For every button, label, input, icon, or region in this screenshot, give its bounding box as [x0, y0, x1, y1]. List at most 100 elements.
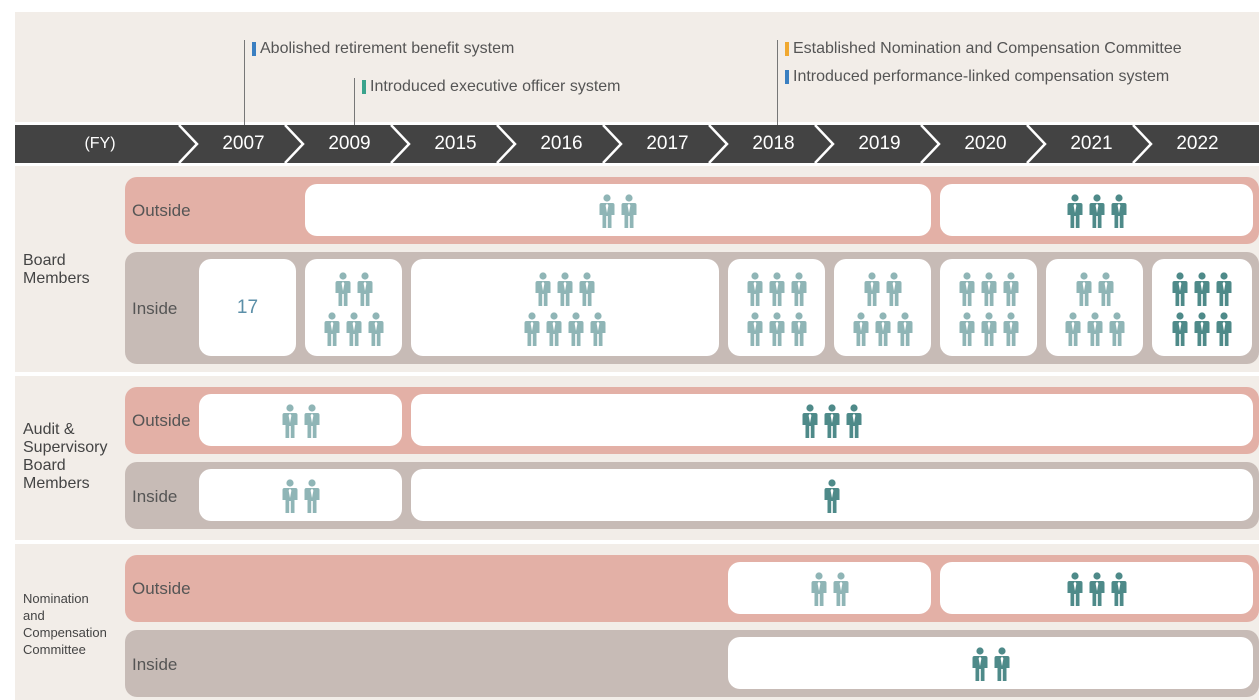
header-panel	[15, 12, 1259, 122]
year-2016: 2016	[540, 133, 583, 154]
person-icon	[886, 271, 901, 306]
board-inside-2015-2017	[411, 259, 719, 356]
person-icon	[981, 271, 996, 306]
person-icon	[346, 311, 361, 346]
person-icon	[802, 404, 818, 438]
year-2015: 2015	[434, 133, 477, 154]
year-2021: 2021	[1070, 133, 1113, 154]
board-inside-2007: 17	[199, 259, 296, 356]
year-2020: 2020	[964, 133, 1007, 154]
person-icon	[1098, 271, 1113, 306]
person-icon	[557, 271, 573, 306]
person-icon	[546, 311, 562, 346]
board-inside-2009	[305, 259, 402, 356]
person-icon	[994, 647, 1009, 681]
person-icon	[368, 311, 383, 346]
person-icon	[853, 311, 868, 346]
annotation-line-2009	[354, 78, 355, 125]
person-icon	[1216, 311, 1232, 346]
group-label-nomination-committee: Nomination and Compensation Committee	[23, 591, 107, 657]
person-icon	[747, 271, 762, 306]
person-icon	[1111, 572, 1126, 606]
person-icon	[864, 271, 879, 306]
year-2019: 2019	[858, 133, 901, 154]
person-icon	[1003, 271, 1018, 306]
person-icon	[304, 404, 319, 438]
board-inside-2018	[728, 259, 825, 356]
audit-inside-2015-2022	[411, 469, 1253, 521]
annotation-performance-linked: Introduced performance-linked compensati…	[785, 68, 1169, 86]
nomination-inside-2018-2022	[728, 637, 1253, 689]
annotation-marker	[785, 42, 789, 56]
year-chevrons	[178, 125, 1153, 163]
person-icon	[535, 271, 551, 306]
annotation-line-2007	[244, 40, 245, 125]
person-icon	[769, 271, 784, 306]
annotation-marker	[362, 80, 366, 94]
person-icon	[981, 311, 996, 346]
person-icon	[357, 271, 372, 306]
person-icon	[1194, 311, 1210, 346]
annotation-line-2018	[777, 40, 778, 125]
person-icon	[568, 311, 584, 346]
nomination-inside-label: Inside	[132, 655, 178, 674]
nomination-outside-2018-2019	[728, 562, 931, 614]
person-icon	[1089, 194, 1104, 228]
audit-inside-2007-2009	[199, 469, 402, 521]
board-outside-label: Outside	[132, 201, 191, 220]
person-icon	[1172, 311, 1188, 346]
person-icon	[1087, 311, 1102, 346]
person-icon	[282, 479, 297, 513]
person-icon	[824, 404, 840, 438]
person-icon	[1172, 271, 1188, 306]
year-2017: 2017	[646, 133, 689, 154]
person-icon	[599, 194, 615, 228]
person-icon	[304, 479, 319, 513]
audit-outside-label: Outside	[132, 411, 191, 430]
person-icon	[791, 311, 806, 346]
person-icon	[833, 572, 848, 606]
person-icon	[959, 271, 974, 306]
person-icon	[824, 479, 840, 513]
board-inside-2019	[834, 259, 931, 356]
fy-label: (FY)	[84, 135, 116, 152]
audit-outside-2015-2022	[411, 394, 1253, 446]
annotation-nomination-committee: Established Nomination and Compensation …	[785, 40, 1182, 58]
person-icon	[1109, 311, 1124, 346]
board-inside-2007-count: 17	[236, 296, 259, 318]
board-inside-label: Inside	[132, 299, 178, 318]
person-icon	[621, 194, 637, 228]
board-outside-2009-2019	[305, 184, 931, 236]
fiscal-year-bar: (FY) 2007 2009 2015 2016 2017 2018 2019 …	[15, 125, 1259, 163]
annotation-text: Abolished retirement benefit system	[260, 40, 515, 57]
board-inside-2022	[1152, 259, 1252, 356]
annotation-text: Introduced performance-linked compensati…	[793, 68, 1170, 85]
person-icon	[769, 311, 784, 346]
person-icon	[335, 271, 350, 306]
person-icon	[324, 311, 339, 346]
person-icon	[1076, 271, 1091, 306]
nomination-outside-2020-2022	[940, 562, 1253, 614]
person-icon	[1194, 271, 1210, 306]
person-icon	[1067, 194, 1082, 228]
person-icon	[1067, 572, 1082, 606]
annotation-retirement: Abolished retirement benefit system	[252, 40, 514, 58]
year-2022: 2022	[1176, 133, 1219, 154]
annotation-executive-officer: Introduced executive officer system	[362, 78, 621, 96]
person-icon	[791, 271, 806, 306]
person-icon	[875, 311, 890, 346]
person-icon	[1003, 311, 1018, 346]
nomination-outside-label: Outside	[132, 579, 191, 598]
person-icon	[972, 647, 987, 681]
annotation-text: Established Nomination and Compensation …	[793, 40, 1182, 57]
person-icon	[959, 311, 974, 346]
board-inside-2020	[940, 259, 1037, 356]
group-label-audit-supervisory: Audit & Supervisory Board Members	[23, 421, 108, 492]
year-2009: 2009	[328, 133, 371, 154]
person-icon	[897, 311, 912, 346]
board-outside-2020-2022	[940, 184, 1253, 236]
annotation-text: Introduced executive officer system	[370, 78, 621, 95]
board-inside-2021	[1046, 259, 1143, 356]
person-icon	[1089, 572, 1104, 606]
annotation-marker	[252, 42, 256, 56]
